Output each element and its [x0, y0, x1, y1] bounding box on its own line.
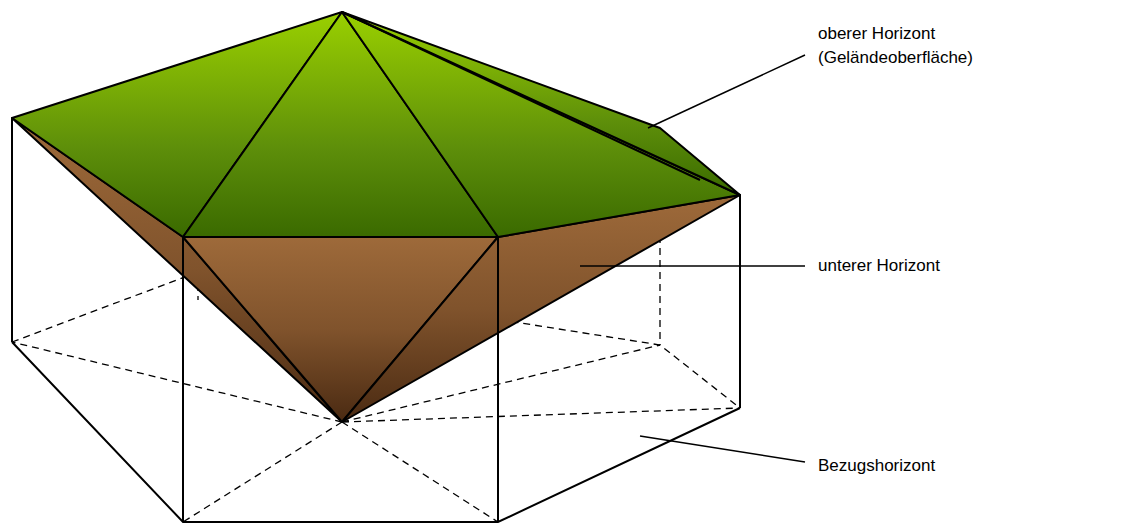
prism-edges	[12, 118, 740, 522]
leader-lines	[580, 55, 805, 462]
callout-label: unterer Horizont	[818, 254, 1018, 278]
callout-label: Bezugshorizont	[818, 454, 1018, 478]
upper-horizon-surface	[12, 12, 740, 237]
callout-label: oberer Horizont (Geländeoberfläche)	[818, 22, 1018, 70]
